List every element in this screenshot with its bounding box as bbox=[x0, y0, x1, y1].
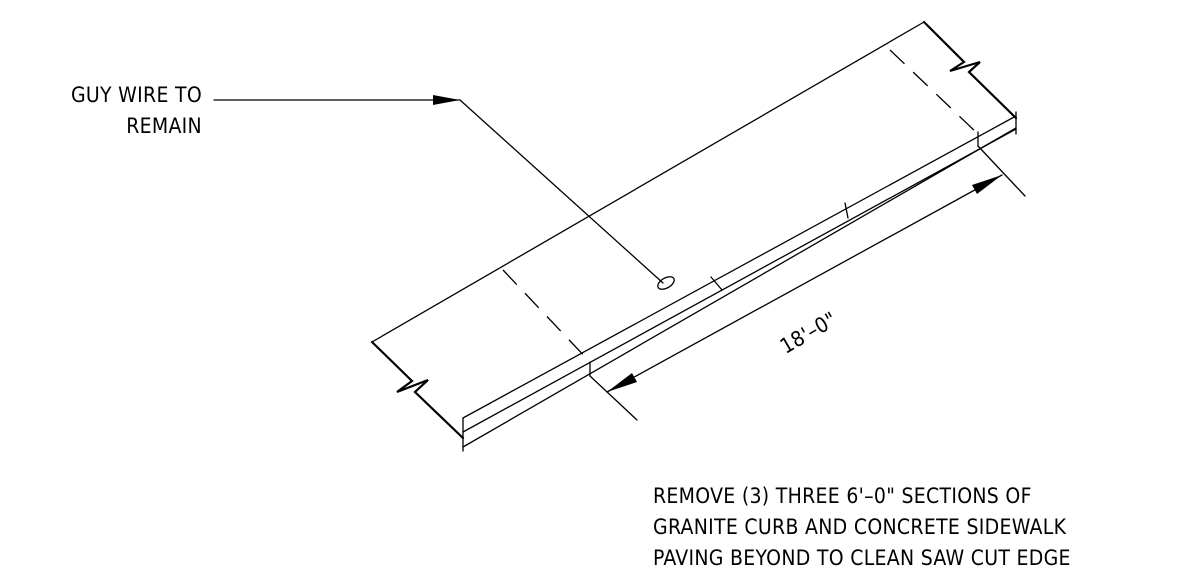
dimension-extension-right bbox=[977, 145, 1026, 197]
dimension-label: 18'–0" bbox=[776, 307, 841, 358]
left-saw-cut-dashed-line bbox=[502, 269, 591, 363]
guy-wire-label-line1: GUY WIRE TO bbox=[71, 83, 202, 107]
curb-bottom-edge bbox=[462, 127, 1017, 448]
curb-joint-3 bbox=[844, 202, 849, 219]
dimension-arrowhead-right bbox=[972, 175, 1002, 194]
guy-wire-leader-arrowhead bbox=[433, 95, 460, 105]
curb-joint-2 bbox=[710, 276, 723, 291]
guy-wire-leader-diagonal bbox=[459, 99, 664, 284]
curb-top-back-edge bbox=[462, 115, 1017, 419]
dimension-arrowhead-left bbox=[607, 373, 637, 392]
dimension-line bbox=[606, 174, 1003, 393]
curb-top-front-edge bbox=[462, 128, 1017, 433]
dimension-extension-left bbox=[589, 375, 638, 421]
sidewalk-back-edge bbox=[371, 21, 925, 343]
left-break-line bbox=[370, 340, 465, 440]
right-saw-cut-dashed-line bbox=[889, 49, 979, 135]
removal-note-line1: REMOVE (3) THREE 6'–0" SECTIONS OF bbox=[653, 484, 1032, 508]
right-break-line bbox=[922, 20, 1018, 120]
guy-wire-anchor-symbol bbox=[657, 276, 675, 290]
guy-wire-label-line2: REMAIN bbox=[126, 114, 202, 138]
removal-note-line2: GRANITE CURB AND CONCRETE SIDEWALK bbox=[653, 515, 1067, 539]
removal-note-line3: PAVING BEYOND TO CLEAN SAW CUT EDGE bbox=[653, 546, 1071, 570]
